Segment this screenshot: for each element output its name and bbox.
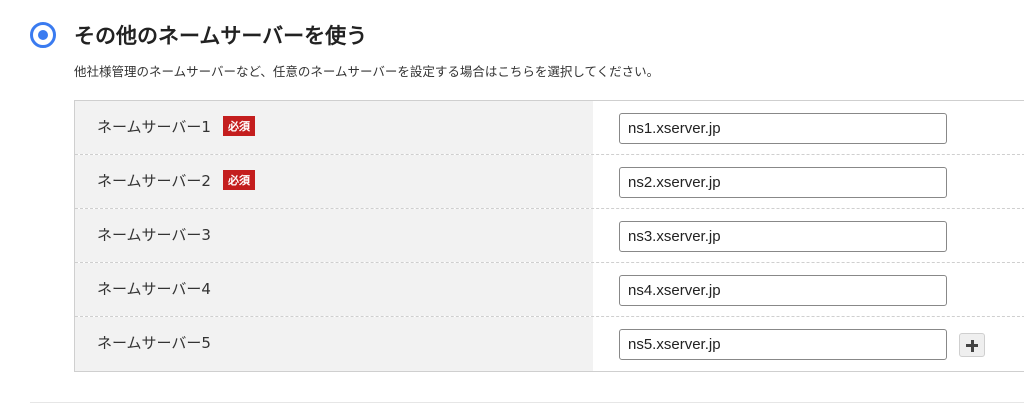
nameserver-value-cell — [593, 101, 1024, 154]
nameserver-3-input[interactable] — [619, 221, 947, 252]
nameserver-5-input[interactable] — [619, 329, 947, 360]
nameserver-1-input[interactable] — [619, 113, 947, 144]
nameserver-label-cell: ネームサーバー2 必須 — [75, 155, 593, 208]
nameserver-value-cell — [593, 317, 1024, 371]
nameserver-label: ネームサーバー1 — [97, 118, 211, 136]
nameserver-label: ネームサーバー5 — [97, 334, 211, 352]
nameserver-2-input[interactable] — [619, 167, 947, 198]
nameserver-label-cell: ネームサーバー1 必須 — [75, 101, 593, 154]
required-badge: 必須 — [222, 116, 255, 136]
nameserver-row-5: ネームサーバー5 — [75, 317, 1024, 371]
nameserver-label-cell: ネームサーバー5 — [75, 317, 593, 371]
nameserver-label: ネームサーバー2 — [97, 172, 211, 190]
required-badge: 必須 — [222, 170, 255, 190]
nameserver-row-4: ネームサーバー4 — [75, 263, 1024, 317]
option-title[interactable]: その他のネームサーバーを使う — [74, 24, 368, 48]
nameserver-value-cell — [593, 263, 1024, 316]
nameserver-4-input[interactable] — [619, 275, 947, 306]
nameserver-label-cell: ネームサーバー3 — [75, 209, 593, 262]
radio-selected-dot — [38, 30, 48, 40]
nameserver-value-cell — [593, 209, 1024, 262]
option-description: 他社様管理のネームサーバーなど、任意のネームサーバーを設定する場合はこちらを選択… — [74, 64, 660, 79]
option-radio-button[interactable] — [30, 22, 56, 48]
nameserver-row-3: ネームサーバー3 — [75, 209, 1024, 263]
section-divider — [30, 402, 1024, 403]
nameserver-table: ネームサーバー1 必須 ネームサーバー2 必須 ネームサーバー3 ネームサーバー4 — [74, 100, 1024, 372]
nameserver-row-1: ネームサーバー1 必須 — [75, 101, 1024, 155]
nameserver-value-cell — [593, 155, 1024, 208]
nameserver-row-2: ネームサーバー2 必須 — [75, 155, 1024, 209]
nameserver-label: ネームサーバー4 — [97, 280, 211, 298]
nameserver-label: ネームサーバー3 — [97, 226, 211, 244]
add-nameserver-button[interactable] — [959, 333, 985, 357]
nameserver-label-cell: ネームサーバー4 — [75, 263, 593, 316]
